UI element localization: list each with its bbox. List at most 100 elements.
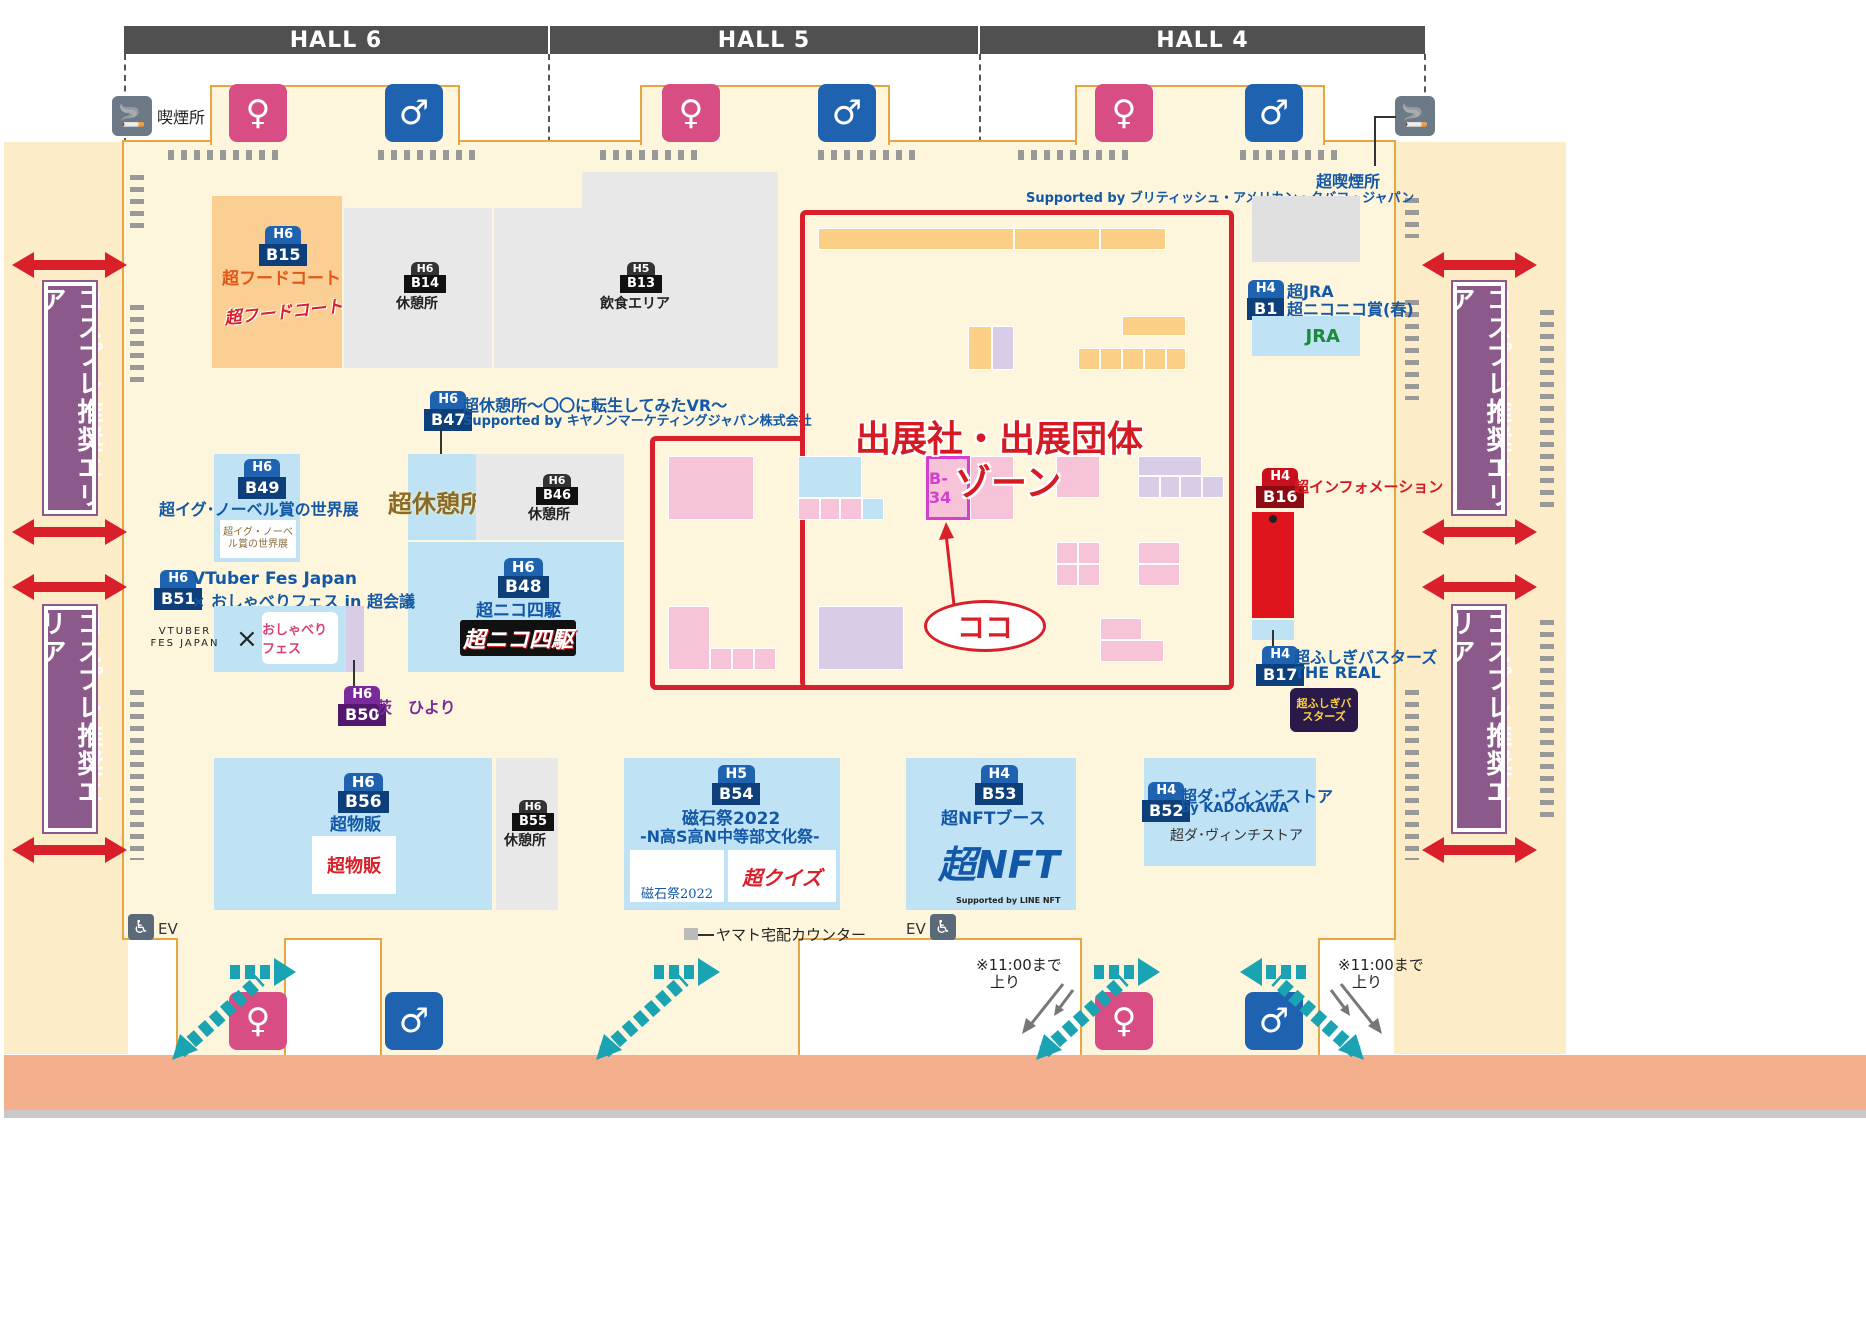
cosplay-area-left-bottom: コスプレ推奨エリア (36, 604, 103, 834)
booth-b15-name: 超フードコート (222, 269, 341, 289)
zone-booth[interactable] (818, 228, 1014, 250)
booth-b52-name-line1: 超ダ･ヴィンチストア (1181, 787, 1334, 806)
zone-booth[interactable] (754, 648, 776, 670)
booth-b49-name: 超イグ･ノーベル賞の世界展 (159, 500, 359, 519)
zone-booth[interactable] (1014, 228, 1100, 250)
hall-divider (548, 54, 550, 184)
zone-booth[interactable] (1100, 640, 1164, 662)
male-restroom-icon: ♂ (818, 84, 876, 142)
escalator-arrow-icon (596, 958, 720, 1060)
wall-ticks (130, 175, 144, 235)
zone-booth[interactable] (1078, 348, 1100, 370)
booth-b56-logo: 超物販 (312, 836, 396, 894)
hall-4-bar: HALL 4 (980, 26, 1425, 54)
zone-booth[interactable] (1138, 542, 1180, 564)
zone-booth[interactable] (668, 606, 710, 670)
double-arrow-icon (12, 837, 127, 863)
zone-booth[interactable] (1138, 476, 1160, 498)
booth-b55-area[interactable] (496, 758, 558, 910)
wall-ticks (818, 150, 918, 160)
hall-divider (1424, 54, 1426, 114)
wall-ticks (130, 305, 144, 385)
booth-b47-leader (440, 428, 442, 464)
zone-booth[interactable] (818, 606, 904, 670)
cosplay-area-right-top: コスプレ推奨エリア (1445, 280, 1512, 516)
wall-ticks (600, 150, 700, 160)
zone-booth[interactable] (1056, 564, 1078, 586)
hall-6-label: HALL 6 (289, 27, 383, 53)
booth-b51-area-side (346, 606, 364, 672)
escalator-arrow-icon (172, 958, 296, 1060)
booth-b51-logo-left: VTUBER FES JAPAN (150, 626, 220, 649)
zone-booth[interactable] (862, 498, 884, 520)
zone-booth[interactable] (820, 498, 840, 520)
booth-b1-area[interactable]: JRA (1252, 316, 1360, 356)
zone-booth[interactable] (1166, 348, 1186, 370)
double-arrow-icon (12, 252, 127, 278)
female-restroom-icon: ♀ (1095, 84, 1153, 142)
zone-booth[interactable] (1078, 542, 1100, 564)
hall-4-label: HALL 4 (1156, 27, 1249, 53)
smoking-area-label: 喫煙所 (157, 108, 206, 127)
bottom-alcove (380, 938, 800, 1058)
booth-b48-name: 超ニコ四駆 (476, 601, 561, 621)
exhibitor-zone-title-line2: ゾーン (955, 463, 1062, 504)
zone-booth[interactable] (1202, 476, 1224, 498)
wall-ticks (1405, 300, 1419, 400)
zone-booth[interactable] (1100, 228, 1166, 250)
gray-arrow-icon (1022, 983, 1075, 1034)
booth-b48-logo: 超ニコ四駆 (460, 620, 576, 656)
zone-booth[interactable] (1180, 476, 1202, 498)
zone-booth[interactable] (970, 456, 1014, 520)
booth-b15-area[interactable] (212, 196, 342, 368)
zone-booth[interactable] (992, 326, 1014, 370)
zone-booth[interactable] (1138, 564, 1180, 586)
wall-ticks (168, 150, 278, 160)
ev-label-left: EV (158, 920, 178, 938)
wall-ticks (1540, 620, 1554, 820)
bottom-edge (4, 1110, 1866, 1118)
zone-booth[interactable] (840, 498, 862, 520)
booth-b14-name: 休憩所 (396, 296, 438, 312)
zone-booth[interactable] (1122, 348, 1144, 370)
zone-booth[interactable] (1122, 316, 1186, 336)
zone-booth[interactable] (710, 648, 732, 670)
booth-b47-area[interactable] (408, 454, 476, 540)
male-restroom-icon: ♂ (385, 992, 443, 1050)
double-arrow-icon (1422, 252, 1537, 278)
zone-booth[interactable] (968, 326, 992, 370)
yamato-leader (698, 934, 714, 936)
booth-b46-name: 休憩所 (528, 507, 570, 523)
zone-booth[interactable] (1078, 564, 1100, 586)
hall-divider (979, 54, 981, 184)
zone-booth[interactable] (1100, 348, 1122, 370)
zone-booth[interactable] (798, 498, 820, 520)
zone-booth[interactable] (1056, 456, 1100, 498)
booth-b34-highlight[interactable]: B-34 (926, 456, 970, 520)
zone-booth[interactable] (1056, 542, 1078, 564)
wall-ticks (130, 690, 144, 860)
zone-booth[interactable] (1138, 456, 1202, 476)
zone-booth[interactable] (1144, 348, 1166, 370)
ev-label-right: EV (906, 920, 926, 938)
booth-b16-area[interactable] (1252, 512, 1294, 618)
booth-b50-name: 茨 ひより (376, 698, 456, 717)
bottom-walkway (4, 1055, 1866, 1110)
zone-booth[interactable] (798, 456, 862, 498)
zone-booth[interactable] (1100, 618, 1142, 640)
booth-b17-name-line1: 超ふしぎバスターズ (1294, 648, 1438, 667)
booth-b51-name-line1: VTuber Fes Japan (192, 569, 358, 589)
gray-arrow-icon (1329, 983, 1382, 1034)
zone-booth[interactable] (1160, 476, 1180, 498)
booth-b54-logo-left: 磁石祭2022 (630, 850, 724, 902)
zone-booth[interactable] (732, 648, 754, 670)
double-arrow-icon (12, 574, 127, 600)
zone-booth[interactable] (668, 456, 754, 520)
